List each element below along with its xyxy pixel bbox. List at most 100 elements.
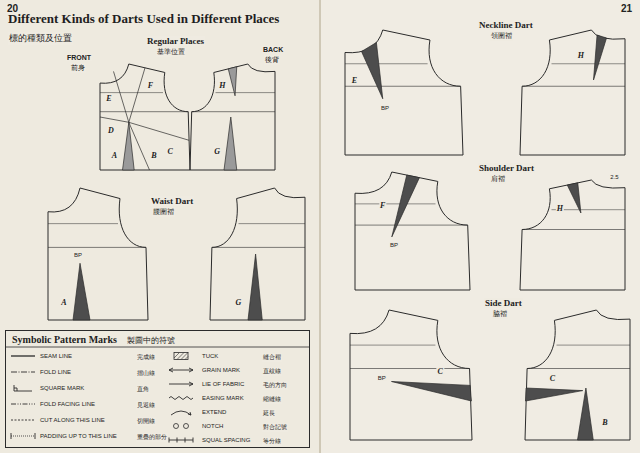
bodice-outline [48,188,148,320]
bodice-outline [520,30,625,155]
section-heading: Regular Places [146,36,205,46]
dart-letter: G [213,146,221,155]
bodice-outline [520,180,625,290]
legend-text: SEAM LINE [40,353,72,359]
page-title: Different Kinds of Darts Used in Differe… [8,12,279,26]
legend-sample [10,352,36,360]
sample-line [11,420,35,421]
chest-line [350,345,435,346]
legend-chinese: 等分線 [262,437,282,446]
sample-line [169,397,193,400]
legend-sample [10,400,36,408]
legend-text: SQUAL SPACING [202,437,250,443]
chinese-caption: 領圍褶 [490,31,513,41]
sample-box [174,353,188,360]
legend-sample [168,366,194,374]
dart-position-line [129,68,145,122]
sample-line [169,368,193,372]
sample-line [11,372,35,373]
legend-row: GRAIN MARK [168,366,240,374]
sample-line [171,411,191,415]
subtitle: 標的種類及位置 [8,32,73,45]
sample-line [14,388,17,391]
bodice-outline [525,310,630,440]
sample-notch [174,424,179,429]
legend-row: LIE OF FABRIC [168,380,244,388]
dart-letter: E [105,93,112,102]
legend-sample [10,432,36,440]
legend-sample [168,422,194,430]
legend-row: CUT ALONG THIS LINE [10,416,105,424]
chinese-caption: 脇褶 [492,309,508,319]
bust-line [192,111,275,112]
sample-line [169,438,193,443]
dart-letter: A [60,297,67,306]
dart-letter: C [167,146,174,155]
dart-letter: E [351,76,358,85]
page-number: 21 [620,3,633,14]
legend-chinese: 切開線 [136,417,156,426]
chest-line [557,345,631,346]
sample-line [174,353,188,360]
dart-letter: B [601,417,608,426]
bodice-outline [100,64,190,170]
sample-line [11,433,35,439]
legend-chinese: 摺山線 [136,369,156,378]
legend-text: PADDING UP TO THIS LINE [40,433,117,439]
legend-text: EXTEND [202,409,226,415]
measure-mark: BP [73,252,83,258]
piece-name: BACK [262,46,284,53]
sample-line [11,355,35,356]
dart-letter: D [107,125,115,134]
section-heading: Neckline Dart [478,20,534,30]
dart [567,183,581,213]
legend-sample [168,394,194,402]
legend-text: NOTCH [202,423,223,429]
chest-line [216,92,276,93]
dart-letter: H [556,203,564,212]
panel-title: 製圖中的符號 [127,337,175,346]
sample-notch [184,424,189,429]
sample-line [14,385,32,391]
measure-mark: BP [377,375,387,381]
legend-rule [5,347,310,348]
legend-row: NOTCH [168,422,223,430]
panel-title: Symbolic Pattern Marks [12,334,117,345]
legend-chinese: 縮縫線 [262,395,282,404]
bodice-outline [190,64,275,170]
chinese-caption: 腰圍褶 [152,207,175,217]
legend-row: SQUAL SPACING [168,436,250,444]
chest-line [552,63,626,64]
legend-row: SQUARE MARK [10,384,84,392]
bodice-outline [345,30,463,155]
legend-text: FOLD LINE [40,369,71,375]
dart-position-line [114,71,129,122]
legend-row: EXTEND [168,408,226,416]
legend-sample [168,408,194,416]
legend-chinese: 直角 [136,385,150,394]
bust-line [48,247,146,248]
gutter [319,0,321,453]
section-heading: Side Dart [484,298,523,308]
section-heading: Shoulder Dart [478,163,535,173]
chest-line [48,223,118,224]
dart-letter: B [150,151,157,160]
legend-chinese: 見返線 [136,401,156,410]
chest-line [239,223,306,224]
legend-sample [168,436,194,444]
dart [123,122,135,170]
dart [392,175,420,237]
legend-chinese: 完成線 [136,353,156,362]
dart [594,35,607,80]
legend-chinese: 毛的方向 [262,381,288,390]
dart [228,67,237,96]
chest-line [345,63,428,64]
bust-line [345,86,461,87]
legend-row: TUCK [168,352,218,360]
bust-line [212,247,305,248]
bodice-outline [350,310,472,440]
measure-mark: BP [380,105,390,111]
legend-text: SQUARE MARK [40,385,84,391]
legend-chinese: 對合記號 [262,423,288,432]
